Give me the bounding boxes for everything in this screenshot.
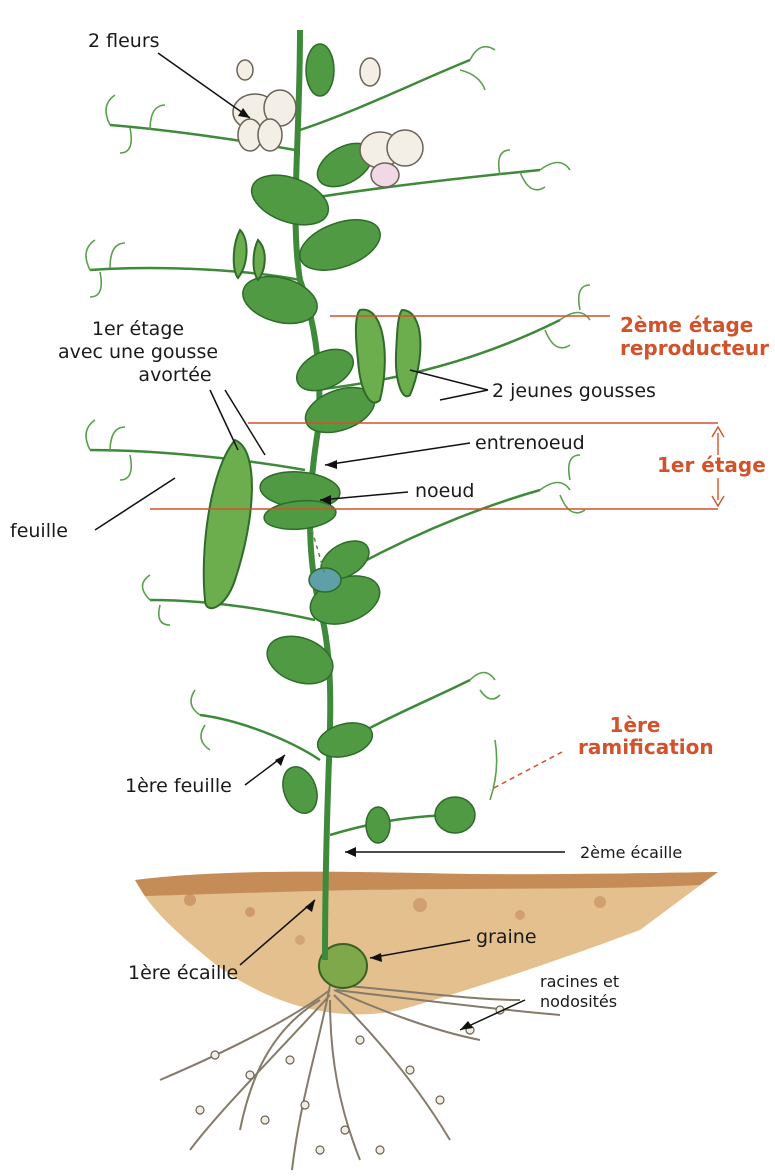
- label-premiere-ecaille: 1ère écaille: [128, 962, 238, 984]
- label-etage1-line1: 1er étage: [28, 318, 248, 340]
- label-etage1-right: 1er étage: [657, 454, 766, 476]
- label-graine: graine: [476, 926, 537, 948]
- leaves: [238, 44, 475, 843]
- ramification-indicator: [490, 752, 562, 790]
- label-racines-line1: racines et: [540, 972, 619, 991]
- label-noeud: noeud: [415, 480, 474, 502]
- label-feuille: feuille: [10, 520, 68, 542]
- label-deuxieme-ecaille: 2ème écaille: [580, 843, 682, 862]
- label-jeunes-gousses: 2 jeunes gousses: [492, 380, 656, 402]
- flower-icon: [233, 90, 296, 151]
- label-etage1-line3: avortée: [65, 364, 285, 386]
- label-fleurs: 2 fleurs: [88, 30, 160, 52]
- label-etage2-line2: reproducteur: [620, 337, 769, 359]
- pod-icon: [204, 440, 252, 608]
- label-ramification-line2: ramification: [578, 736, 714, 758]
- label-ramification-line1: 1ère: [575, 714, 695, 736]
- label-premiere-feuille: 1ère feuille: [125, 775, 232, 797]
- label-etage2-line1: 2ème étage: [620, 314, 753, 336]
- label-entrenoeud: entrenoeud: [475, 432, 585, 454]
- label-etage1-line2: avec une gousse: [28, 341, 248, 363]
- label-racines-line2: nodosités: [540, 992, 617, 1011]
